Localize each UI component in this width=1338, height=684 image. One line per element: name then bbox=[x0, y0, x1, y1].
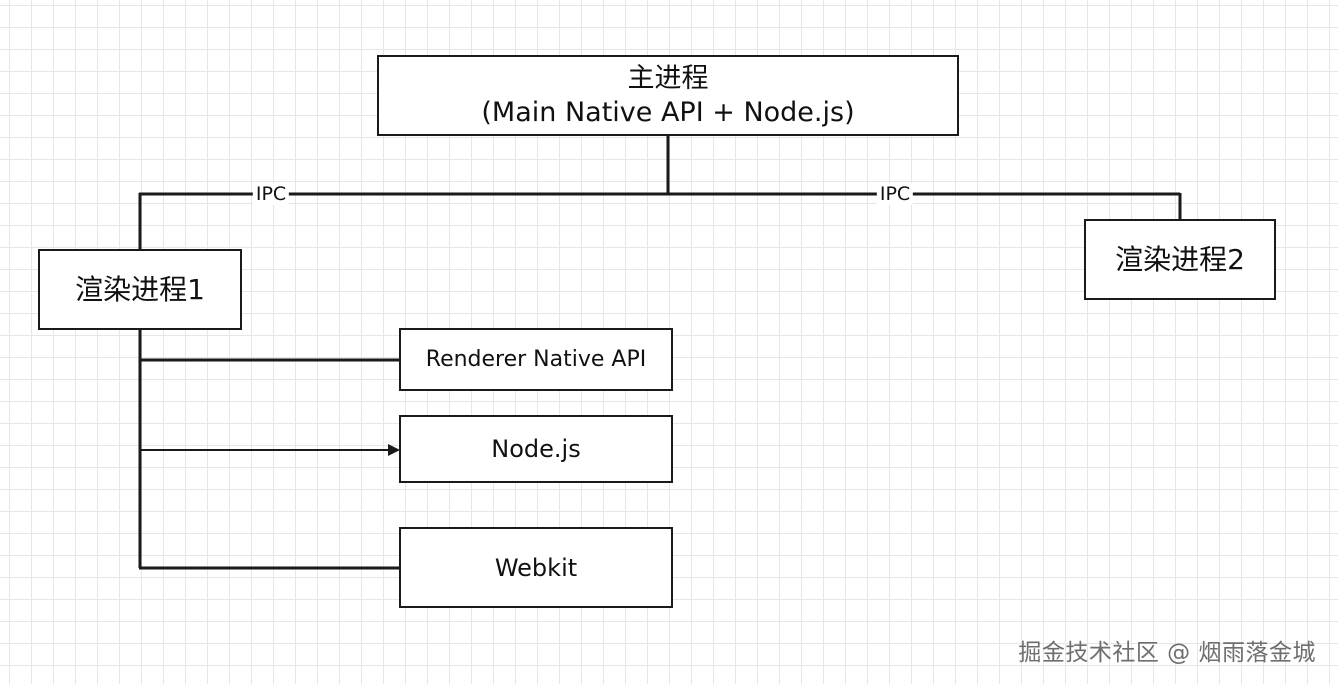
renderer-process-2-node: 渲染进程2 bbox=[1084, 219, 1276, 300]
main-process-node: 主进程 (Main Native API + Node.js) bbox=[377, 55, 959, 136]
renderer-process-1-label: 渲染进程1 bbox=[75, 273, 205, 306]
renderer-process-2-label: 渲染进程2 bbox=[1115, 243, 1245, 276]
main-process-subtitle: (Main Native API + Node.js) bbox=[481, 96, 855, 128]
ipc-label-left: IPC bbox=[252, 183, 290, 205]
ipc-label-right: IPC bbox=[876, 183, 914, 205]
renderer-native-api-node: Renderer Native API bbox=[399, 328, 673, 391]
watermark-text: 掘金技术社区 @ 烟雨落金城 bbox=[1018, 640, 1316, 666]
nodejs-label: Node.js bbox=[491, 435, 581, 463]
nodejs-node: Node.js bbox=[399, 415, 673, 483]
renderer-process-1-node: 渲染进程1 bbox=[38, 249, 242, 330]
main-process-title: 主进程 bbox=[627, 62, 709, 94]
webkit-label: Webkit bbox=[494, 553, 578, 582]
webkit-node: Webkit bbox=[399, 527, 673, 608]
renderer-native-api-label: Renderer Native API bbox=[425, 346, 647, 372]
